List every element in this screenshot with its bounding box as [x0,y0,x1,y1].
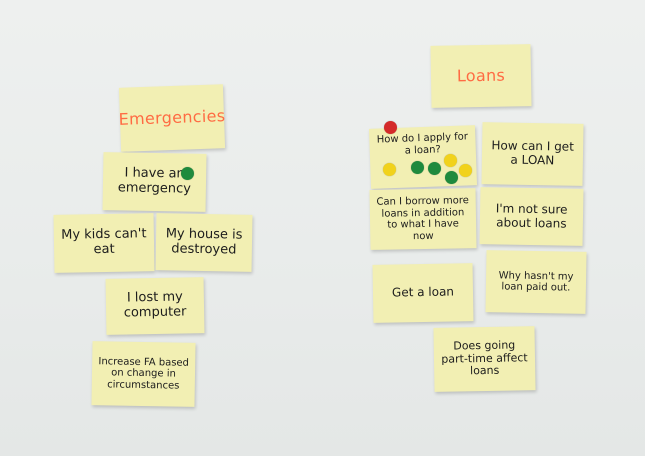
sticky-note: How can I get a LOAN [481,122,584,186]
yellow-dot-sticker [459,164,472,177]
sticky-note-text: My house is destroyed [165,225,243,258]
green-dot-sticker [445,171,458,184]
emergencies-header-text: Emergencies [118,105,226,129]
sticky-note-text: I'm not sure about loans [495,201,568,231]
sticky-note: Does going part-time affect loans [433,326,536,392]
sticky-note-text: I lost my computer [123,289,187,321]
sticky-note-text: My kids can't eat [61,226,147,258]
sticky-note: I'm not sure about loans [479,187,584,246]
sticky-note: My kids can't eat [53,213,155,273]
green-dot-sticker [428,162,441,175]
emergencies-header-note: Emergencies [118,84,226,152]
sticky-note: My house is destroyed [155,213,253,272]
yellow-dot-sticker [444,154,457,167]
sticky-note-text: Why hasn't my loan paid out. [498,269,574,294]
sticky-note-text: How do I apply for a loan? [376,131,469,157]
sticky-note: Increase FA based on change in circumsta… [91,341,196,407]
sticky-note: Why hasn't my loan paid out. [485,250,587,314]
sticky-note: Can I borrow more loans in addition to w… [369,188,477,250]
loans-header-text: Loans [456,65,506,86]
sticky-note-text: Can I borrow more loans in addition to w… [376,195,470,242]
green-dot-sticker [411,161,424,174]
sticky-note-text: Increase FA based on change in circumsta… [98,355,190,392]
sticky-note: How do I apply for a loan? [368,125,478,189]
sticky-note: Get a loan [372,263,474,323]
loans-header-note: Loans [430,44,532,108]
sticky-note-text: How can I get a LOAN [491,138,574,168]
sticky-note: I have an emergency [102,152,207,212]
yellow-dot-sticker [383,163,396,176]
sticky-note-text: Does going part-time affect loans [441,338,528,378]
sticky-note: I lost my computer [105,277,205,335]
red-dot-sticker [384,121,397,134]
green-dot-sticker [181,167,194,180]
sticky-note-text: Get a loan [391,284,455,300]
